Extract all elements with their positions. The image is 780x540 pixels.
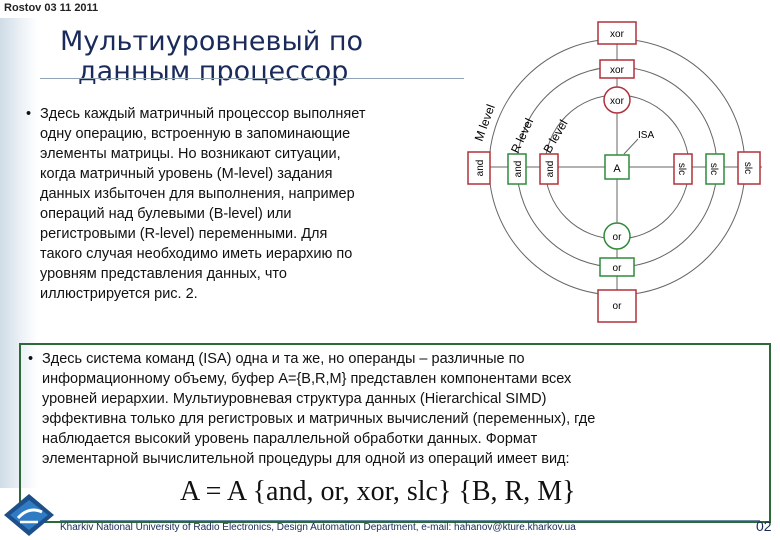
and-box-middle [507, 153, 527, 185]
bullet-1-line: когда матричный уровень (M-level) задани… [40, 166, 333, 182]
bullet-1-line: регистровыми (R-level) переменными. Для [40, 226, 328, 242]
bullet-2: • Здесь система команд (ISA) одна и та ж… [28, 349, 758, 469]
bullet-1-line: операций над булевыми (B-level) или [40, 206, 292, 222]
bullet-1-line: одну операцию, встроенную в запоминающие [40, 126, 351, 142]
slc-box-middle [705, 153, 725, 185]
isa-pointer [623, 138, 639, 155]
and-box-outer [467, 151, 491, 185]
bullet-1: • Здесь каждый матричный процессор выпол… [26, 104, 446, 304]
header-date: Rostov 03 11 2011 [4, 2, 99, 14]
or-circle-inner [603, 222, 631, 250]
slc-label: slc [676, 163, 687, 175]
bullet-2-line: Здесь система команд (ISA) одна и та же,… [42, 351, 525, 367]
xor-label: xor [610, 29, 625, 40]
or-label: or [613, 263, 623, 274]
bullet-1-line: элементы матрицы. Но возникают ситуации, [40, 146, 341, 162]
xor-box-outer [597, 21, 637, 45]
bullet-2-line: наблюдается высокий уровень параллельной… [42, 431, 538, 447]
title-line-2: данным процессор [78, 56, 349, 87]
xor-box-middle [599, 59, 635, 79]
footer-text: Kharkiv National University of Radio Ele… [60, 522, 576, 533]
bullet-2-frame [19, 343, 771, 523]
or-box-middle [599, 257, 635, 277]
title-divider [40, 78, 464, 79]
center-a-label: A [613, 163, 621, 175]
and-label: and [475, 160, 486, 177]
bullet-dot: • [26, 106, 32, 122]
formula: A = A {and, or, xor, slc} {B, R, M} [180, 476, 576, 507]
footer-divider [60, 520, 760, 521]
r-level-label: R level [508, 116, 536, 155]
bullet-1-line: данных избыточен для выполнения, наприме… [40, 186, 355, 202]
xor-circle-inner [603, 86, 631, 114]
and-label: and [545, 161, 556, 178]
bullet-2-line: элементарной вычислительной процедуры дл… [42, 451, 570, 467]
isa-label: ISA [638, 130, 654, 141]
center-a-box [604, 154, 630, 180]
university-logo-icon [4, 494, 54, 536]
bullet-1-line: такого случая необходимо иметь иерархию … [40, 246, 353, 262]
slc-box-outer [737, 151, 761, 185]
page-number: 02 [756, 518, 772, 534]
slc-label: slc [708, 163, 719, 175]
bullet-1-line: уровням представления данных, что [40, 266, 287, 282]
slc-box-inner [673, 153, 693, 185]
and-label: and [513, 161, 524, 178]
or-label: or [613, 232, 623, 243]
bullet-2-line: уровней иерархии. Мультиуровневая структ… [42, 391, 547, 407]
b-level-label: B level [540, 117, 570, 155]
slide-title: Мультиуровневый по данным процессор [40, 18, 460, 87]
bullet-1-line: иллюстрируется рис. 2. [40, 286, 198, 302]
or-label: or [613, 301, 623, 312]
bullet-1-line: Здесь каждый матричный процессор выполня… [40, 106, 366, 122]
slc-label: slc [742, 162, 753, 174]
multilevel-processor-diagram: A ISA xor xor xor or or or and and and s… [467, 21, 762, 323]
title-line-1: Мультиуровневый по [60, 26, 364, 57]
bullet-2-line: информационному объему, буфер A={B,R,M} … [42, 371, 572, 387]
bullet-2-line: эффективна только для регистровых и матр… [42, 411, 596, 427]
and-box-inner [539, 153, 559, 185]
m-level-label: M level [472, 103, 498, 144]
xor-label: xor [610, 96, 625, 107]
xor-label: xor [610, 65, 625, 76]
or-box-outer [597, 289, 637, 323]
bullet-dot: • [28, 351, 34, 367]
